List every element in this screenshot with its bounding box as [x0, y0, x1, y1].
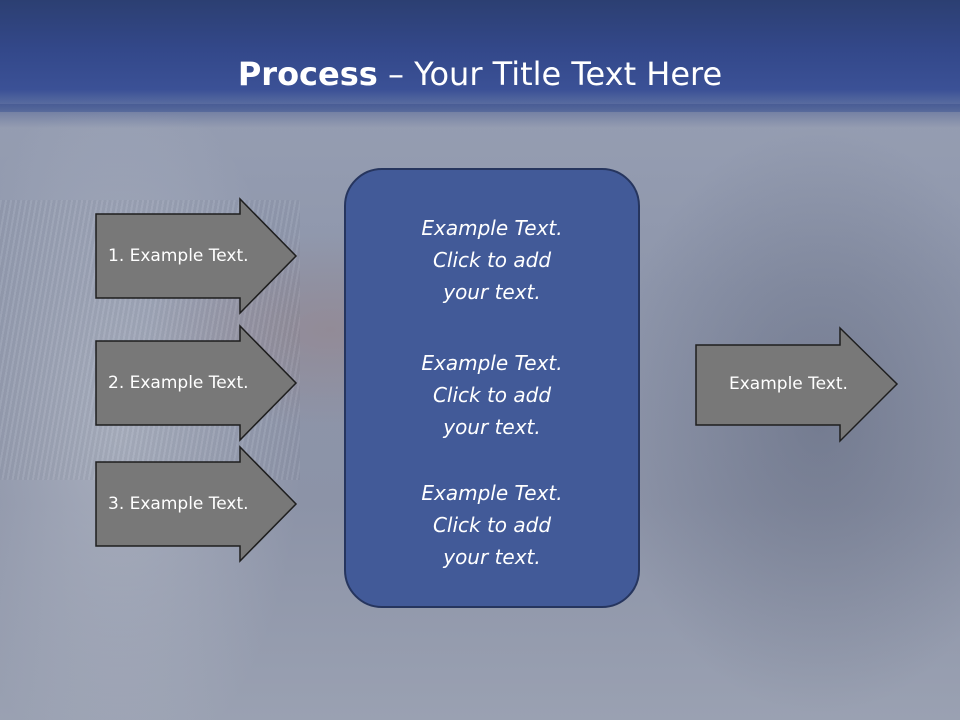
center-box[interactable] [344, 168, 640, 608]
slide-title[interactable]: Process – Your Title Text Here [0, 52, 960, 96]
center-text-block-2[interactable]: Example Text. Click to add your text. [344, 347, 640, 443]
left-arrow-2[interactable] [95, 324, 298, 442]
left-arrow-1-label: 1. Example Text. [108, 246, 249, 266]
right-arrow[interactable] [695, 326, 899, 443]
block-2-line-2: Click to add [432, 383, 552, 407]
block-2-line-3: your text. [443, 415, 541, 439]
block-1-line-2: Click to add [432, 248, 552, 272]
block-2-line-1: Example Text. [421, 351, 563, 375]
title-rest: Your Title Text Here [414, 55, 723, 93]
left-arrow-1[interactable] [95, 197, 298, 315]
title-bold: Process [237, 55, 378, 93]
block-3-line-1: Example Text. [421, 481, 563, 505]
block-1-line-3: your text. [443, 280, 541, 304]
block-1-line-1: Example Text. [421, 216, 563, 240]
block-3-line-3: your text. [443, 545, 541, 569]
title-bar-fade [0, 104, 960, 128]
center-text-block-1[interactable]: Example Text. Click to add your text. [344, 212, 640, 308]
block-3-line-2: Click to add [432, 513, 552, 537]
title-separator: – [377, 55, 415, 93]
center-text-block-3[interactable]: Example Text. Click to add your text. [344, 477, 640, 573]
left-arrow-3[interactable] [95, 445, 298, 563]
left-arrow-2-label: 2. Example Text. [108, 373, 249, 393]
right-arrow-label: Example Text. [729, 374, 848, 394]
left-arrow-3-label: 3. Example Text. [108, 494, 249, 514]
title-bar [0, 0, 960, 112]
